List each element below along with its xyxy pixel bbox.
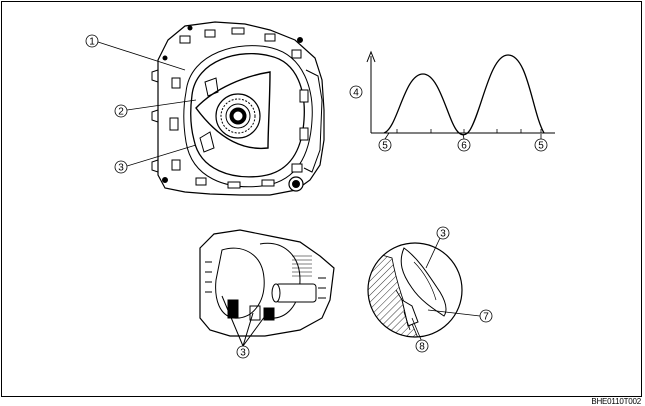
svg-text:3: 3	[118, 163, 124, 174]
svg-text:5: 5	[538, 141, 544, 152]
callout-5-left: 5	[378, 138, 392, 152]
callout-5-right: 5	[534, 138, 548, 152]
svg-text:2: 2	[118, 107, 124, 118]
svg-text:1: 1	[89, 37, 95, 48]
svg-text:5: 5	[382, 141, 388, 152]
callout-2: 2	[114, 104, 128, 118]
svg-text:6: 6	[461, 141, 467, 152]
seal-detail-magnified	[367, 237, 481, 343]
engine-cutaway-illustration	[199, 229, 335, 347]
upper-leader-lines	[97, 41, 197, 167]
figure-frame	[1, 1, 642, 397]
callout-7: 7	[479, 309, 493, 323]
callout-6: 6	[457, 138, 471, 152]
callout-1: 1	[85, 34, 99, 48]
callout-3-lower: 3	[236, 345, 250, 359]
svg-text:4: 4	[353, 88, 359, 99]
callout-3-upper: 3	[114, 160, 128, 174]
svg-text:3: 3	[440, 229, 446, 240]
svg-text:7: 7	[483, 312, 489, 323]
pressure-curve	[383, 54, 545, 136]
callout-4: 4	[349, 85, 363, 99]
svg-text:8: 8	[419, 342, 425, 353]
callout-8: 8	[415, 339, 429, 353]
rotor-housing-illustration	[151, 21, 325, 196]
figure-code: BHE0110T002	[591, 397, 641, 406]
svg-text:3: 3	[240, 348, 246, 359]
callout-3-detail: 3	[436, 226, 450, 240]
waveform-graph	[366, 50, 555, 140]
